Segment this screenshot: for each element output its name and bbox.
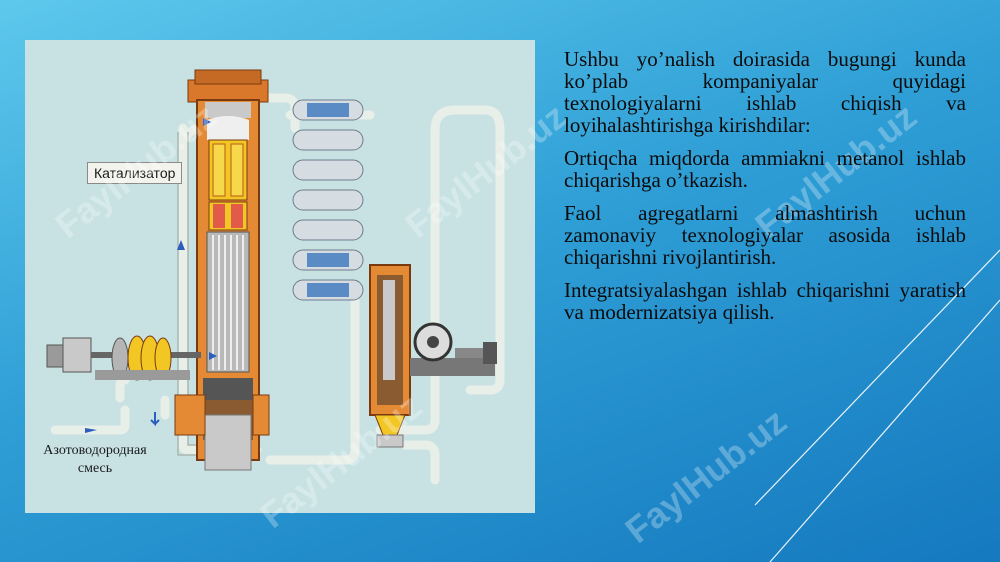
paragraph-integration: Integratsiyalashgan ishlab chiqarishni y… <box>564 278 966 324</box>
nitrogen-hydrogen-mix-label: Азотоводородная смесь <box>25 442 165 478</box>
paragraph-modern-tech: Faol agregatlarni almashtirish uchun zam… <box>564 201 966 269</box>
catalyst-label: Катализатор <box>87 162 183 184</box>
reactor-column <box>174 69 270 471</box>
compressor <box>46 335 201 381</box>
pipes <box>50 93 505 485</box>
paragraph-methanol: Ortiqcha miqdorda ammiakni metanol ishla… <box>564 146 966 192</box>
circulation-pump <box>410 322 497 376</box>
ammonia-synthesis-diagram: Катализатор Азотоводородная смесь <box>25 40 535 513</box>
paragraph-intro: Ushbu yo’nalish doirasida bugungi kunda … <box>564 47 966 137</box>
condenser-coils <box>292 99 364 301</box>
flow-arrows <box>85 118 217 433</box>
mix-label-line1: Азотоводородная <box>43 443 147 458</box>
separator-vessel <box>369 264 411 448</box>
slide-text: Ushbu yo’nalish doirasida bugungi kunda … <box>564 48 966 334</box>
mix-label-line2: смесь <box>77 461 113 476</box>
process-scheme-svg <box>46 69 505 485</box>
